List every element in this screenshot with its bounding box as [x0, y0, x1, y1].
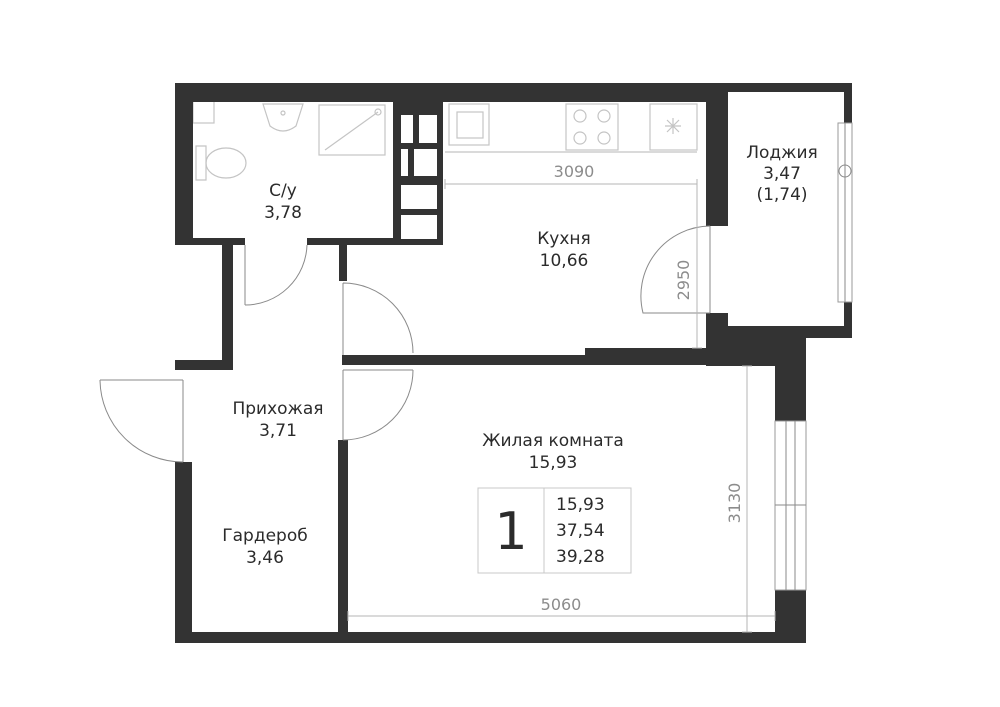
wall-left-lower [175, 462, 192, 643]
wall-left-upper [175, 83, 193, 245]
loggia-area: 3,47 [763, 164, 801, 184]
hall-area: 3,71 [259, 421, 297, 441]
hall-name: Прихожая [232, 399, 323, 419]
wardrobe-area: 3,46 [246, 548, 284, 568]
wall-bath-bottom-right [307, 238, 397, 245]
wall-kitchen-living [342, 355, 712, 365]
fixtures [192, 100, 698, 181]
kitchen-door [342, 282, 414, 355]
burner-icon [597, 131, 611, 145]
entrance-door [99, 379, 184, 463]
shower-diagonal [324, 111, 379, 151]
bathroom-door [244, 244, 308, 306]
doors [99, 225, 711, 463]
rooms-count: 1 [494, 502, 527, 562]
summary-frame [477, 487, 632, 574]
wall-loggia-right-top [844, 83, 852, 123]
living-door [342, 369, 414, 441]
summary-total-with-loggia: 39,28 [556, 547, 605, 567]
wall-kitchen-living-thick [585, 348, 712, 360]
dim-living-depth: 3130 [725, 483, 744, 524]
wall-top [175, 83, 728, 102]
windows [774, 122, 853, 591]
wall-bottom [175, 632, 806, 643]
wall-bath-kitchen [393, 102, 399, 245]
kitchen-area: 10,66 [540, 251, 589, 271]
shower-tray-icon [318, 104, 386, 156]
loggia-window-handle [838, 164, 852, 178]
bathroom-sink-drain-icon [280, 110, 286, 116]
wall-hall-living [338, 440, 348, 643]
toilet-bowl-icon [205, 147, 247, 179]
fridge-icon [649, 103, 698, 151]
wall-bath-bottom-left [175, 238, 245, 245]
kitchen-sink-basin [456, 111, 484, 139]
wall-loggia-right-bottom [844, 302, 852, 338]
ventilation-shaft [192, 100, 215, 124]
shaft-cell [401, 215, 437, 239]
wardrobe-name: Гардероб [222, 526, 307, 546]
dim-living-width: 5060 [541, 595, 582, 614]
living-name: Жилая комната [482, 431, 624, 451]
loggia-name: Лоджия [746, 143, 818, 163]
summary-total-area: 37,54 [556, 521, 605, 541]
loggia-area-reduced: (1,74) [756, 185, 807, 205]
loggia-door [640, 225, 711, 314]
wall-loggia-top [706, 83, 852, 92]
wall-living-right-upper [775, 326, 806, 421]
bathroom-area: 3,78 [264, 203, 302, 223]
summary-living-area: 15,93 [556, 495, 605, 515]
dim-kitchen-depth: 2950 [674, 260, 693, 301]
wall-kitchen-right-upper [706, 83, 728, 226]
shaft-cell [414, 149, 437, 176]
wall-stub-hall [339, 245, 347, 281]
cooktop-icon [565, 103, 619, 151]
shaft-cell [419, 115, 437, 143]
living-area: 15,93 [529, 453, 578, 473]
walls [175, 83, 852, 643]
bathroom-sink-icon [262, 103, 304, 132]
snowflake-icon [665, 118, 681, 134]
shaft-cell [401, 185, 437, 209]
burner-icon [573, 109, 587, 123]
dim-kitchen-width: 3090 [554, 162, 595, 181]
shaft-cell [401, 149, 408, 176]
dimension-lines [347, 179, 776, 633]
wall-hall-left-upper [222, 245, 233, 370]
shaft-cell [401, 115, 413, 143]
toilet-tank-icon [195, 145, 207, 181]
kitchen-name: Кухня [537, 229, 591, 249]
kitchen-sink-icon [448, 103, 490, 146]
burner-icon [573, 131, 587, 145]
area-summary-box: 1 15,93 37,54 39,28 [477, 487, 632, 574]
wall-hall-left-notch [175, 360, 233, 370]
shower-drain-icon [374, 108, 382, 116]
bathroom-name: С/у [269, 181, 297, 201]
burner-icon [597, 109, 611, 123]
